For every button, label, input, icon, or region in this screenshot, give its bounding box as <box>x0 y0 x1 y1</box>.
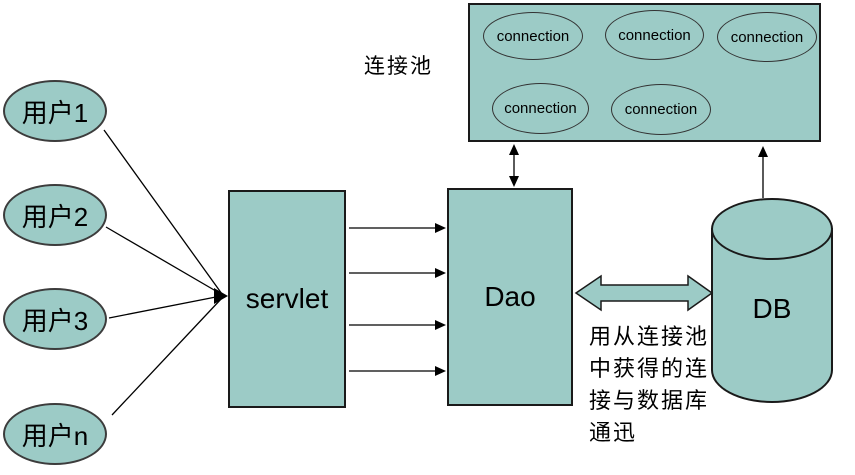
arrowhead-down-icon <box>509 176 519 187</box>
db-to-pool-arrow <box>758 146 768 198</box>
user-ellipse-1: 用户1 <box>3 80 107 142</box>
dao-box: Dao <box>447 188 573 406</box>
user-ellipse-n: 用户n <box>3 403 107 465</box>
connection-label: connection <box>624 101 698 118</box>
annotation-line: 通迅 <box>589 420 638 445</box>
arrowhead-up-icon <box>509 144 519 155</box>
dao-db-block-arrow <box>574 274 714 312</box>
arrowhead-icon <box>435 268 446 278</box>
connection-ellipse: connection <box>717 12 817 62</box>
user-label: 用户1 <box>21 97 89 128</box>
arrowhead-icon <box>435 366 446 376</box>
annotation-line: 用从连接池 <box>589 324 710 349</box>
pool-dao-double-arrow <box>509 144 519 187</box>
user-label: 用户2 <box>21 201 89 232</box>
servlet-label: servlet <box>245 283 329 314</box>
annotation-line: 中获得的连 <box>589 356 710 381</box>
connection-label: connection <box>504 100 577 117</box>
connection-label: connection <box>618 26 691 44</box>
servlet-to-dao-arrows <box>349 223 446 376</box>
arrowhead-icon <box>435 223 446 233</box>
users-to-servlet-lines <box>103 129 228 416</box>
connection-ellipse: connection <box>611 84 711 135</box>
annotation-text: 用从连接池 中获得的连 接与数据库 通迅 <box>589 321 709 449</box>
converge-arrowhead-icon <box>214 288 228 304</box>
connection-ellipse: connection <box>492 83 589 134</box>
connection-label: connection <box>730 28 804 46</box>
db-cylinder: DB <box>711 198 833 403</box>
user-label: 用户n <box>21 420 89 451</box>
connection-pool-box: connection connection connection connect… <box>468 3 821 142</box>
connection-pool-label: 连接池 <box>364 55 433 78</box>
user-ellipse-3: 用户3 <box>3 288 107 350</box>
connection-ellipse: connection <box>483 12 583 60</box>
dao-label: Dao <box>484 281 536 312</box>
servlet-box: servlet <box>228 190 346 408</box>
user-label: 用户3 <box>21 305 89 336</box>
user-ellipse-2: 用户2 <box>3 184 107 246</box>
arrowhead-icon <box>435 320 446 330</box>
connection-ellipse: connection <box>605 10 704 60</box>
arrowhead-up-icon <box>758 146 768 157</box>
annotation-line: 接与数据库 <box>589 388 710 413</box>
connection-label: connection <box>496 27 570 45</box>
db-cylinder-top <box>711 198 833 260</box>
db-label: DB <box>752 293 792 324</box>
